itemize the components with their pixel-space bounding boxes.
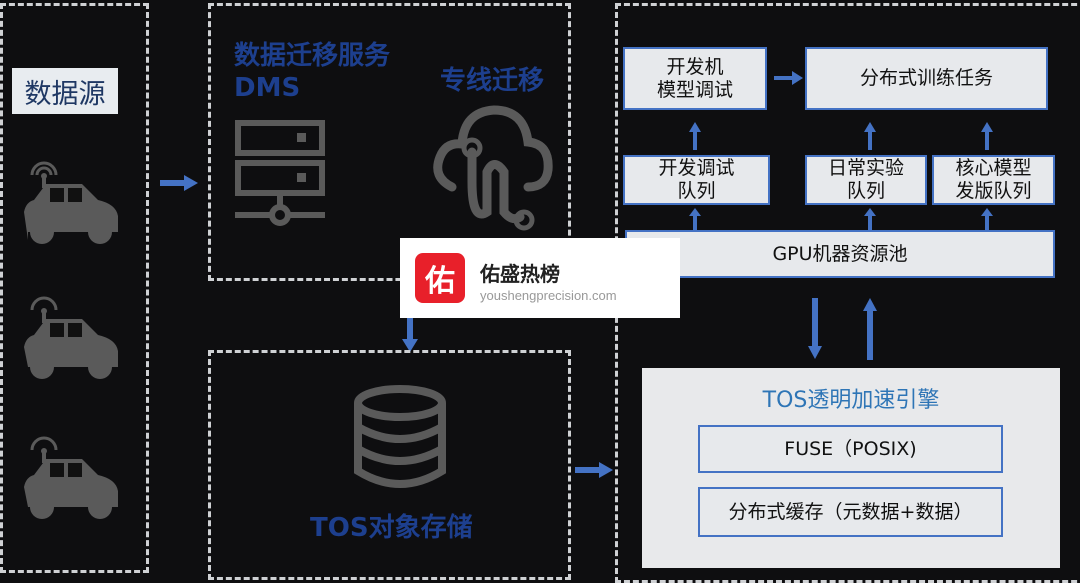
queue-label: 核心模型 发版队列 [955,157,1032,202]
tos-engine-title: TOS透明加速引擎 [762,388,940,413]
database-icon [354,385,446,488]
queue-core: 核心模型 发版队列 [932,155,1055,205]
arrow-right-icon [774,71,803,85]
dedicated-line-title: 专线迁移 [440,66,545,96]
server-icon [235,120,325,226]
fuse-label: FUSE（POSIX) [784,437,917,460]
gpu-pool-box: GPU机器资源池 [625,230,1055,278]
gpu-pool-label: GPU机器资源池 [772,242,908,265]
arrow-right-icon [160,175,198,191]
tos-storage-title: TOS对象存储 [310,513,473,543]
queue-label: 开发调试 队列 [658,157,735,202]
dms-title: 数据迁移服务 DMS [234,40,390,104]
arrow-right-icon [575,462,613,478]
arrow-up-icon [864,122,876,150]
car-icon [24,436,118,519]
queue-dev: 开发调试 队列 [623,155,770,205]
arrow-up-icon [981,208,993,230]
cloud-route-icon [433,105,553,231]
dev-machine-label: 开发机 模型调试 [656,55,733,101]
dms-title-line2: DMS [234,73,301,103]
queue-label: 日常实验 队列 [827,157,904,202]
watermark-domain: youshengprecision.com [480,288,617,303]
car-icon [24,296,118,379]
queue-daily: 日常实验 队列 [805,155,927,205]
arrow-up-icon [689,122,701,150]
arrow-up-icon [864,208,876,230]
dev-machine-box: 开发机 模型调试 [623,47,767,110]
fuse-box: FUSE（POSIX) [698,425,1003,473]
distributed-task-label: 分布式训练任务 [859,67,993,89]
arrow-down-icon [402,315,418,352]
distributed-task-box: 分布式训练任务 [805,47,1048,110]
arrow-up-icon [863,298,877,360]
migration-group [208,3,571,281]
watermark-card: 佑 佑盛热榜 youshengprecision.com [400,238,680,318]
data-source-label: 数据源 [12,68,118,114]
cache-box: 分布式缓存（元数据+数据） [698,487,1003,537]
arrow-up-icon [981,122,993,150]
arrow-down-icon [808,298,822,359]
watermark-name: 佑盛热榜 [480,262,560,286]
cache-label: 分布式缓存（元数据+数据） [728,500,973,523]
car-icon [24,161,118,244]
dms-title-line1: 数据迁移服务 [234,41,391,71]
watermark-logo: 佑 [415,253,465,303]
arrow-up-icon [689,208,701,230]
